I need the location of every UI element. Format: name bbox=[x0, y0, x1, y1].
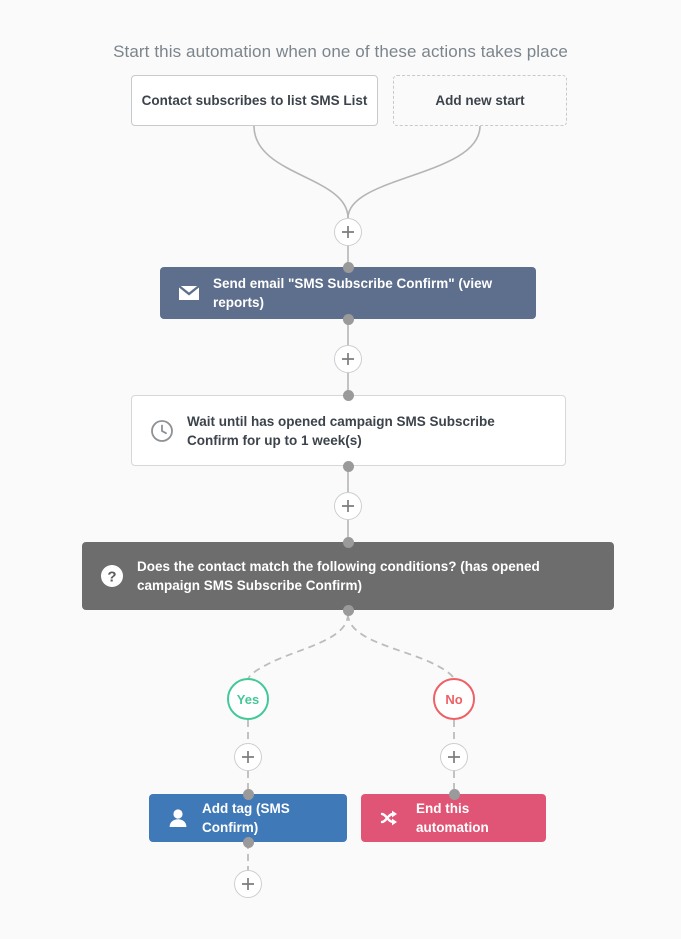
add-new-start-box[interactable]: Add new start bbox=[393, 75, 567, 126]
branch-yes-label: Yes bbox=[236, 691, 260, 707]
start-trigger-box[interactable]: Contact subscribes to list SMS List bbox=[131, 75, 378, 126]
plus-icon bbox=[342, 500, 354, 512]
node-end-automation-label: End this automation bbox=[416, 801, 489, 835]
add-step-button-yes-branch[interactable] bbox=[234, 743, 262, 771]
branch-no[interactable]: No bbox=[433, 678, 475, 720]
node-send-email-label: Send email "SMS Subscribe Confirm" (view… bbox=[213, 276, 493, 310]
add-step-button-no-branch[interactable] bbox=[440, 743, 468, 771]
add-step-button-after-wait[interactable] bbox=[334, 492, 362, 520]
svg-text:?: ? bbox=[107, 569, 116, 586]
shuffle-arrows-icon bbox=[379, 808, 403, 828]
start-trigger-label: Contact subscribes to list SMS List bbox=[141, 93, 368, 108]
add-step-button-after-add-tag[interactable] bbox=[234, 870, 262, 898]
branch-yes[interactable]: Yes bbox=[227, 678, 269, 720]
node-send-email[interactable]: Send email "SMS Subscribe Confirm" (view… bbox=[160, 267, 536, 319]
connector-dot-add-tag-bottom bbox=[242, 836, 254, 848]
node-wait-until[interactable]: Wait until has opened campaign SMS Subsc… bbox=[131, 395, 566, 466]
plus-icon bbox=[242, 878, 254, 890]
node-condition[interactable]: ? Does the contact match the following c… bbox=[82, 542, 614, 610]
add-step-button-after-start[interactable] bbox=[334, 218, 362, 246]
node-wait-until-label: Wait until has opened campaign SMS Subsc… bbox=[187, 413, 495, 448]
add-step-button-after-email[interactable] bbox=[334, 345, 362, 373]
connector-dot-end-top bbox=[448, 788, 460, 800]
node-condition-label: Does the contact match the following con… bbox=[137, 559, 540, 593]
plus-icon bbox=[342, 226, 354, 238]
page-title: Start this automation when one of these … bbox=[113, 42, 568, 61]
add-new-start-label: Add new start bbox=[435, 93, 525, 108]
node-end-automation[interactable]: End this automation bbox=[361, 794, 546, 842]
clock-icon bbox=[150, 419, 174, 443]
connector-dot-email-bottom bbox=[342, 313, 354, 325]
question-mark-icon: ? bbox=[100, 564, 124, 588]
connector-dot-add-tag-top bbox=[242, 788, 254, 800]
connector-dot-email-top bbox=[342, 261, 354, 273]
node-add-tag[interactable]: Add tag (SMS Confirm) bbox=[149, 794, 347, 842]
envelope-icon bbox=[178, 285, 200, 301]
connector-dot-wait-bottom bbox=[342, 460, 354, 472]
person-icon bbox=[167, 807, 189, 829]
connector-dot-wait-top bbox=[342, 389, 354, 401]
connector-dot-condition-bottom bbox=[342, 604, 354, 616]
plus-icon bbox=[242, 751, 254, 763]
plus-icon bbox=[342, 353, 354, 365]
connector-dot-condition-top bbox=[342, 536, 354, 548]
branch-no-label: No bbox=[445, 691, 463, 707]
plus-icon bbox=[448, 751, 460, 763]
node-add-tag-label: Add tag (SMS Confirm) bbox=[202, 801, 290, 835]
